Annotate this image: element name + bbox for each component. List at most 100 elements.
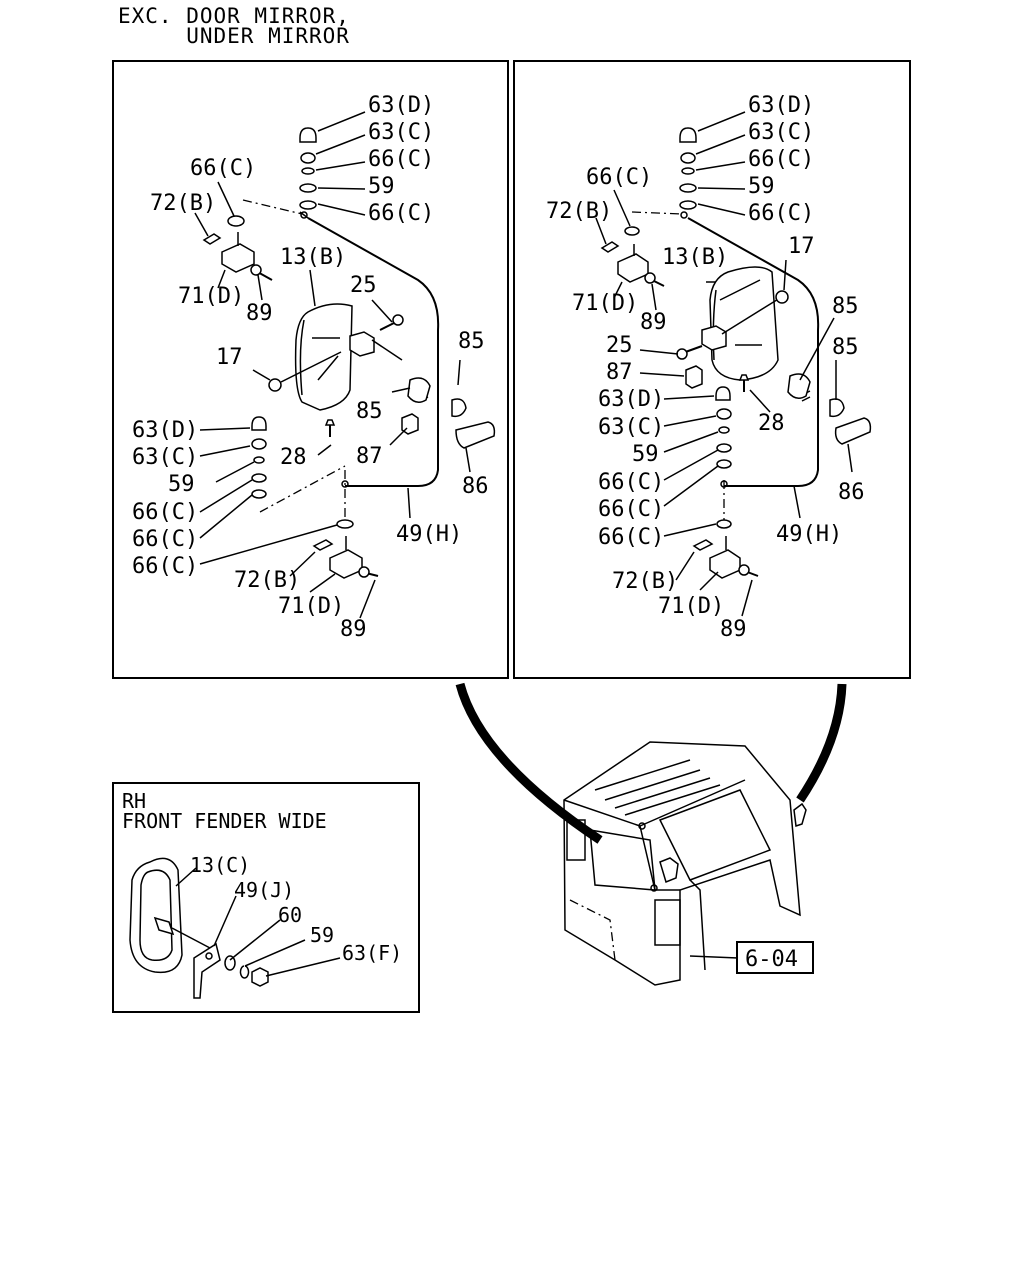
part-label: 71(D) xyxy=(572,291,638,316)
part-label: 49(J) xyxy=(234,878,294,902)
part-label: 25 xyxy=(350,273,377,298)
part-label: 28 xyxy=(280,445,307,470)
left-mirror-icon xyxy=(294,303,353,411)
part-label: 87 xyxy=(606,360,633,385)
part-label: 71(D) xyxy=(658,594,724,619)
diagram-header: EXC. DOOR MIRROR, UNDER MIRROR xyxy=(118,4,350,48)
left-panel: 63(D) 63(C) 66(C) 59 66(C) 66(C) 72(B) 1… xyxy=(112,60,509,679)
part-label: 85 xyxy=(458,329,485,354)
mirror-clamp-icon xyxy=(349,331,375,357)
left-mirror-stay xyxy=(307,217,440,487)
header-line-2: UNDER MIRROR xyxy=(118,24,350,48)
washer-icon xyxy=(624,226,640,236)
spring-washer-icon xyxy=(718,426,730,434)
spring-washer-icon xyxy=(239,965,250,979)
washer-icon xyxy=(299,183,317,193)
truck-cab-illustration: 6-04 xyxy=(563,741,814,986)
right-mirror-icon xyxy=(709,266,779,381)
part-label: 66(C) xyxy=(132,554,198,579)
washer-icon xyxy=(299,200,317,210)
cover-icon xyxy=(829,398,845,418)
oval-mirror-icon xyxy=(129,857,183,974)
left-panel-frame xyxy=(112,60,509,679)
part-label: 13(C) xyxy=(190,853,250,877)
screw-icon xyxy=(324,419,336,426)
part-label: 66(C) xyxy=(748,147,814,172)
part-label: 49(H) xyxy=(776,522,842,547)
clamp-icon xyxy=(312,539,334,551)
part-label: 17 xyxy=(788,234,815,259)
reference-label: 6-04 xyxy=(745,947,798,972)
part-label: 66(C) xyxy=(598,497,664,522)
right-panel-frame xyxy=(513,60,911,679)
part-label: 63(D) xyxy=(598,387,664,412)
washer-icon xyxy=(716,459,732,469)
nut-icon xyxy=(268,378,282,392)
part-label: 66(C) xyxy=(190,156,256,181)
part-label: 72(B) xyxy=(150,191,216,216)
part-label: 89 xyxy=(720,617,747,642)
spring-washer-icon xyxy=(681,167,695,175)
part-label: 85 xyxy=(356,399,383,424)
clamp-icon xyxy=(202,233,222,245)
washer-icon xyxy=(251,473,267,483)
part-label: 71(D) xyxy=(178,284,244,309)
washer-icon xyxy=(251,489,267,499)
part-label: 89 xyxy=(640,310,667,335)
washer-icon xyxy=(336,519,354,529)
nut-icon xyxy=(716,408,732,420)
part-label: 66(C) xyxy=(368,147,434,172)
screw-icon xyxy=(738,374,750,381)
nut-icon xyxy=(251,967,269,987)
part-label: 25 xyxy=(606,333,633,358)
cover-icon xyxy=(787,373,811,399)
bolt-icon xyxy=(358,566,370,578)
part-label: 86 xyxy=(462,474,489,499)
part-label: 59 xyxy=(748,174,775,199)
cap-nut-icon xyxy=(299,127,317,143)
clamp-icon xyxy=(600,241,620,253)
part-label: 72(B) xyxy=(612,569,678,594)
bolt-icon xyxy=(644,272,656,284)
part-label: 59 xyxy=(632,442,659,467)
bolt-icon xyxy=(676,348,688,360)
washer-icon xyxy=(224,955,236,971)
right-connector-curve xyxy=(796,683,847,803)
part-label: 87 xyxy=(356,444,383,469)
part-label: 13(B) xyxy=(662,245,728,270)
nut-icon xyxy=(680,152,696,164)
part-label: 59 xyxy=(368,174,395,199)
part-label: 13(B) xyxy=(280,245,346,270)
bolt-icon xyxy=(250,264,262,276)
cushion-icon xyxy=(685,365,703,389)
protector-icon xyxy=(455,421,496,449)
header-line-1: EXC. DOOR MIRROR, xyxy=(118,4,350,28)
stay-bracket-icon xyxy=(193,942,221,999)
part-label: 89 xyxy=(246,301,273,326)
left-connector-curve xyxy=(455,682,603,844)
part-label: 63(D) xyxy=(132,418,198,443)
mirror-clamp-icon xyxy=(701,325,727,351)
part-label: 72(B) xyxy=(234,568,300,593)
cover-icon xyxy=(451,398,467,418)
washer-icon xyxy=(716,519,732,529)
part-label: 63(C) xyxy=(132,445,198,470)
part-label: 66(C) xyxy=(368,201,434,226)
part-label: 66(C) xyxy=(598,470,664,495)
washer-icon xyxy=(716,443,732,453)
inset-title-2: FRONT FENDER WIDE xyxy=(122,809,327,833)
part-label: 66(C) xyxy=(586,165,652,190)
nut-icon xyxy=(251,438,267,450)
part-label: 85 xyxy=(832,294,859,319)
inset-frame xyxy=(112,782,420,1013)
bracket-icon xyxy=(617,253,649,283)
right-panel: 63(D) 63(C) 66(C) 59 66(C) 66(C) 72(B) 1… xyxy=(513,60,911,679)
part-label: 86 xyxy=(838,480,865,505)
spring-washer-icon xyxy=(253,456,265,464)
bracket-icon xyxy=(709,549,741,579)
washer-icon xyxy=(679,183,697,193)
front-fender-inset: RH FRONT FENDER WIDE 13(C) 49(J) 60 59 6… xyxy=(112,782,420,1013)
part-label: 63(D) xyxy=(748,93,814,118)
clamp-icon xyxy=(692,539,714,551)
washer-icon xyxy=(227,215,245,227)
